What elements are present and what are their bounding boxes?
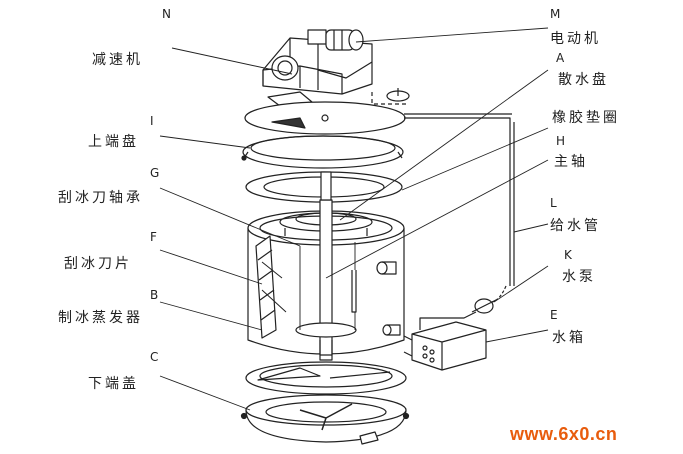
label-upper-end-plate: 上端盘: [88, 134, 139, 150]
label-motor: 电动机: [550, 31, 601, 47]
label-ice-blade: 刮冰刀片: [64, 256, 132, 272]
upper-end-plate: [241, 135, 404, 169]
label-main-shaft: 主轴: [554, 154, 588, 170]
code-M: M: [550, 7, 561, 21]
leader-I: [159, 135, 251, 149]
water-tank: [403, 321, 487, 371]
electric-motor: [325, 29, 364, 51]
code-H: H: [556, 134, 566, 148]
code-N: N: [162, 7, 171, 21]
code-E: E: [550, 308, 558, 322]
water-supply-pipe: [371, 92, 515, 286]
leader-M: [355, 27, 549, 43]
water-distribution-disc: [244, 88, 410, 135]
label-rubber-gasket: 橡胶垫圈: [552, 110, 620, 126]
gear-reducer: [262, 29, 373, 95]
lower-end-cover: [245, 361, 407, 395]
leader-K: [493, 265, 549, 303]
leader-A: [339, 69, 549, 221]
leader-R: [401, 127, 549, 191]
code-I: I: [150, 114, 154, 128]
water-pump: [419, 285, 507, 330]
label-distribution-disc: 散水盘: [558, 72, 609, 88]
leader-G: [159, 187, 301, 247]
leader-N: [171, 47, 293, 75]
label-water-pump: 水泵: [562, 269, 596, 285]
code-B: B: [150, 288, 159, 302]
watermark: www.6x0.cn: [510, 424, 618, 444]
code-K: K: [564, 248, 572, 262]
label-water-pipe: 给水管: [550, 218, 601, 234]
leader-E: [485, 329, 549, 343]
base-plate: [240, 394, 410, 445]
label-auger-bearing: 刮冰刀轴承: [58, 190, 143, 206]
leader-C: [159, 375, 251, 411]
code-L: L: [550, 196, 557, 210]
label-reducer: 减速机: [92, 52, 143, 68]
code-G: G: [150, 166, 160, 180]
leader-lines: [159, 27, 549, 411]
label-evaporator: 制冰蒸发器: [58, 310, 143, 326]
leader-B: [159, 301, 263, 331]
code-F: F: [150, 230, 157, 244]
label-water-tank: 水箱: [552, 330, 586, 346]
label-lower-end-cover: 下端盖: [88, 376, 139, 392]
code-A: A: [556, 51, 565, 65]
ice-evaporator-cylinder: [247, 171, 405, 361]
leader-F: [159, 249, 263, 285]
leader-H: [325, 159, 549, 279]
leader-L: [513, 223, 549, 233]
code-C: C: [150, 350, 159, 364]
